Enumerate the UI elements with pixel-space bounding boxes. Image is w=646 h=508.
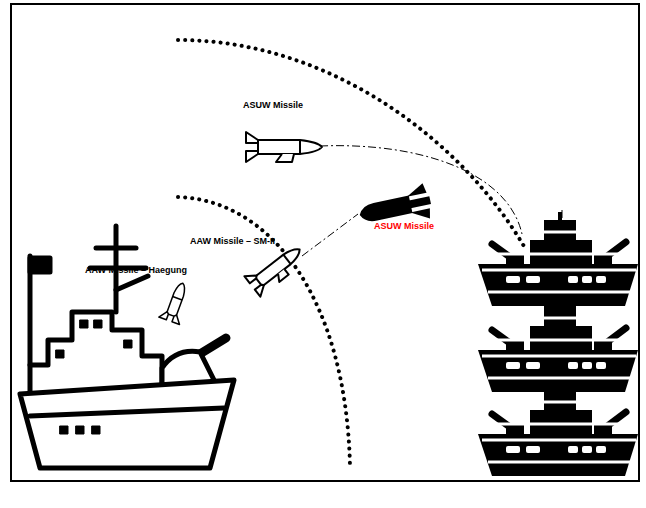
- missile-label: ASUW Missile: [374, 221, 434, 232]
- haegung-missile: [159, 279, 193, 324]
- outer-range-arc: [178, 40, 525, 248]
- missile-label: AAW Missile – Haegung: [85, 265, 187, 276]
- asuw-trajectory: [320, 146, 522, 234]
- enemy-ship: [478, 298, 638, 392]
- frame: [11, 4, 639, 481]
- asuw-missile-filled: [356, 182, 434, 232]
- asuw-missile-outline: [246, 132, 322, 162]
- sm2-trajectory: [302, 214, 358, 256]
- own-warship: [20, 226, 234, 468]
- missile-label: AAW Missile – SM-II: [190, 236, 275, 247]
- missile-label: ASUW Missile: [243, 100, 303, 111]
- enemy-ship: [478, 212, 638, 306]
- sm2-missile: [244, 239, 307, 296]
- enemy-ship: [478, 382, 638, 476]
